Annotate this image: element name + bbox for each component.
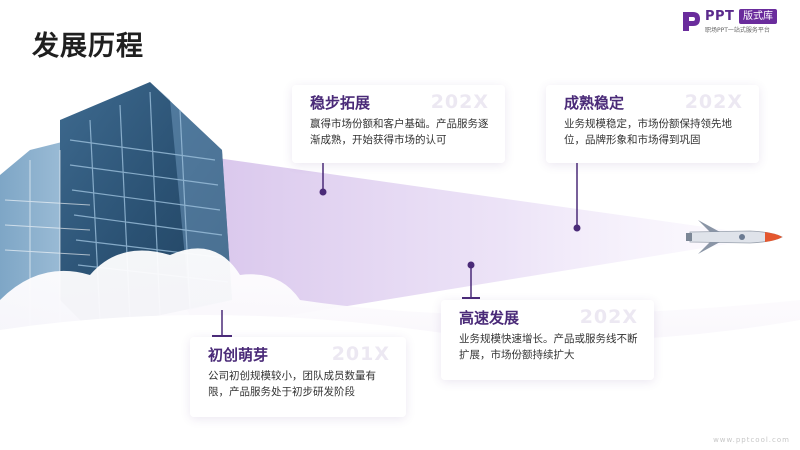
- milestone-title: 初创萌芽: [208, 346, 269, 364]
- connector-1: [319, 163, 327, 196]
- milestone-year: 202X: [430, 91, 489, 113]
- milestone-card-2: 202X 成熟稳定 业务规模稳定，市场份额保持领先地位，品牌形象和市场得到巩固: [546, 85, 759, 163]
- milestone-card-4: 201X 初创萌芽 公司初创规模较小，团队成员数量有限，产品服务处于初步研发阶段: [190, 337, 406, 417]
- footer-url[interactable]: www.pptcool.com: [713, 436, 790, 444]
- milestone-card-3: 202X 高速发展 业务规模快速增长。产品或服务线不断扩展，市场份额持续扩大: [441, 300, 654, 380]
- connector-4: [212, 310, 232, 337]
- logo-mark-icon: [683, 12, 700, 31]
- progress-beam: [160, 150, 740, 330]
- rocket-icon: [686, 220, 783, 254]
- milestone-description: 业务规模快速增长。产品或服务线不断扩展，市场份额持续扩大: [459, 333, 638, 361]
- milestone-year: 201X: [331, 343, 390, 365]
- milestone-title: 成熟稳定: [564, 94, 625, 112]
- connector-2: [573, 163, 581, 232]
- milestone-description: 业务规模稳定，市场份额保持领先地位，品牌形象和市场得到巩固: [564, 118, 732, 146]
- milestone-card-1: 202X 稳步拓展 赢得市场份额和客户基础。产品服务逐渐成熟，开始获得市场的认可: [292, 85, 505, 163]
- logo-subtitle: 职场PPT一站式服务平台: [705, 27, 770, 34]
- page-title: 发展历程: [32, 31, 144, 62]
- brand-logo[interactable]: PPT 版式库 职场PPT一站式服务平台: [680, 8, 792, 36]
- milestone-title: 稳步拓展: [310, 94, 371, 112]
- milestone-description: 赢得市场份额和客户基础。产品服务逐渐成熟，开始获得市场的认可: [310, 118, 489, 146]
- milestone-year: 202X: [579, 306, 638, 328]
- milestone-description: 公司初创规模较小，团队成员数量有限，产品服务处于初步研发阶段: [208, 370, 376, 398]
- connector-3: [462, 261, 480, 299]
- logo-ppt-text: PPT: [705, 9, 735, 24]
- logo-badge: 版式库: [739, 9, 777, 24]
- milestone-title: 高速发展: [459, 309, 520, 327]
- milestone-year: 202X: [684, 91, 743, 113]
